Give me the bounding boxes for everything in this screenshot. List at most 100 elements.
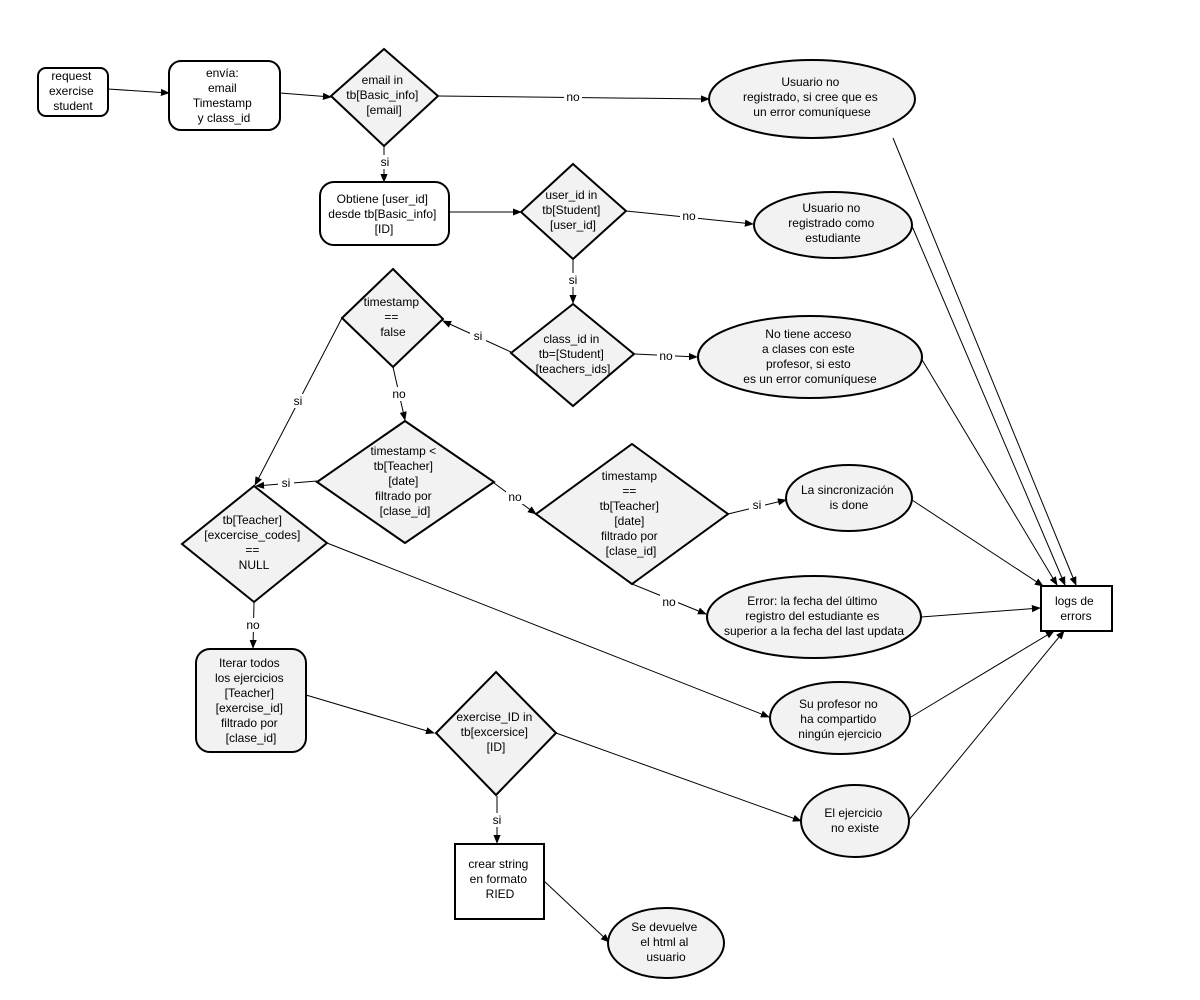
svg-text:si: si bbox=[381, 155, 390, 169]
node-no-existe-line: no existe bbox=[831, 821, 879, 835]
edge-label-tsfalse-no: no bbox=[390, 387, 408, 401]
node-email-check-line: [email] bbox=[366, 103, 401, 117]
node-class-check-line: [teachers_ids] bbox=[536, 362, 611, 376]
node-envia-line: y class_id bbox=[198, 111, 251, 125]
edge-request-envia bbox=[107, 88, 170, 97]
node-codes-null-line: NULL bbox=[239, 558, 270, 572]
node-timestamp-eq: timestamp == tb[Teacher] [date] filtrado… bbox=[534, 442, 730, 586]
node-user-check-line: user_id in bbox=[545, 188, 597, 202]
svg-text:si: si bbox=[493, 813, 502, 827]
node-crear-string-line: RIED bbox=[486, 887, 515, 901]
node-iterar-line: [Teacher] bbox=[225, 686, 274, 700]
node-class-check-line: class_id in bbox=[543, 332, 599, 346]
svg-text:no: no bbox=[392, 387, 406, 401]
node-no-existe-line: El ejercicio bbox=[824, 806, 882, 820]
nodes: request exercise student envía: email Ti… bbox=[37, 47, 1113, 979]
edge-label-exercise-si: si bbox=[489, 813, 505, 827]
edge-noregistrado-logs bbox=[892, 137, 1077, 586]
node-timestamp-eq-line: tb[Teacher] bbox=[600, 499, 659, 513]
edge-sync-logs bbox=[911, 499, 1044, 587]
node-no-registrado-line: registrado, si cree que es bbox=[743, 90, 878, 104]
svg-text:no: no bbox=[508, 490, 522, 504]
node-request-line: exercise bbox=[49, 84, 94, 98]
node-error-fecha-line: registro del estudiante es bbox=[745, 609, 879, 623]
node-iterar-line: Iterar todos bbox=[219, 656, 280, 670]
node-request-line: request bbox=[51, 69, 92, 83]
edge-crear-devuelve bbox=[543, 880, 610, 943]
node-timestamp-lt-line: filtrado por bbox=[375, 489, 432, 503]
node-no-acceso-line: profesor, si esto bbox=[766, 357, 851, 371]
edge-noacceso-logs bbox=[920, 357, 1058, 586]
node-error-fecha-line: Error: la fecha del último bbox=[747, 594, 877, 608]
node-user-check-line: tb[Student] bbox=[542, 203, 600, 217]
svg-text:exercise_ID in tb[exce: exercise_ID in tb[excersice] [ID] bbox=[456, 710, 535, 754]
svg-text:Obtiene [user_id] desd: Obtiene [user_id] desde tb[Basic_info] [… bbox=[328, 192, 439, 236]
node-error-fecha-line: superior a la fecha del last updata bbox=[724, 624, 904, 638]
node-devuelve: Se devuelve el html al usuario bbox=[607, 907, 725, 979]
edge-compartido-logs bbox=[910, 630, 1055, 718]
svg-text:crear string en format: crear string en formato RIED bbox=[468, 857, 531, 901]
node-logs-line: logs de bbox=[1055, 594, 1094, 608]
node-user-check-line: [user_id] bbox=[550, 218, 596, 232]
node-envia: envía: email Timestamp y class_id bbox=[168, 60, 281, 131]
svg-text:timestamp == f: timestamp == false bbox=[364, 295, 423, 339]
node-no-acceso-line: a clases con este bbox=[762, 342, 855, 356]
svg-text:no: no bbox=[659, 349, 673, 363]
edge-label-tsfalse-si: si bbox=[290, 394, 306, 408]
svg-text:envía: email T: envía: email Timestamp y class_id bbox=[193, 66, 255, 125]
node-timestamp-false-line: timestamp bbox=[364, 295, 420, 309]
node-no-compartido-line: ha compartido bbox=[800, 712, 876, 726]
svg-text:Iterar todos los ejerc: Iterar todos los ejercicios [Teacher] [e… bbox=[215, 656, 287, 745]
edge-noexiste-logs bbox=[907, 630, 1065, 822]
svg-text:si: si bbox=[294, 394, 303, 408]
svg-text:timestamp == t: timestamp == tb[Teacher] [date] filtrado… bbox=[600, 469, 663, 558]
edge-label-class-si: si bbox=[470, 329, 486, 343]
node-codes-null-line: tb[Teacher] bbox=[223, 513, 282, 527]
edge-label-class-no: no bbox=[657, 349, 675, 363]
node-logs-line: errors bbox=[1060, 609, 1091, 623]
edge-codes-compartido bbox=[326, 542, 770, 718]
node-devuelve-line: Se devuelve bbox=[631, 920, 697, 934]
node-obtiene-user: Obtiene [user_id] desde tb[Basic_info] [… bbox=[319, 181, 450, 246]
svg-text:si: si bbox=[282, 476, 291, 490]
node-timestamp-lt-line: timestamp < bbox=[370, 444, 436, 458]
edge-label-tslt-si: si bbox=[278, 476, 294, 490]
node-email-check: email in tb[Basic_info] [email] bbox=[329, 47, 440, 148]
svg-text:request exercise: request exercise student bbox=[49, 69, 97, 113]
node-timestamp-lt-line: tb[Teacher] bbox=[374, 459, 433, 473]
edge-label-user-no: no bbox=[680, 209, 698, 223]
svg-text:email in tb[Basic_info: email in tb[Basic_info] [email] bbox=[346, 73, 421, 117]
node-iterar-line: [clase_id] bbox=[226, 731, 277, 745]
node-no-estudiante-line: Usuario no bbox=[802, 201, 860, 215]
edge-labels: no si no si no si si no bbox=[244, 90, 765, 827]
node-iterar-line: los ejercicios bbox=[215, 671, 284, 685]
node-timestamp-eq-line: filtrado por bbox=[601, 529, 658, 543]
edge-iterar-exercise bbox=[305, 694, 435, 735]
edge-exercise-no-existe bbox=[555, 732, 802, 822]
node-no-registrado-line: un error comuníquese bbox=[753, 105, 871, 119]
edge-error-logs bbox=[920, 605, 1041, 618]
edge-label-tseq-si: si bbox=[749, 498, 765, 512]
node-no-registrado-line: Usuario no bbox=[781, 75, 839, 89]
node-crear-string: crear string en formato RIED bbox=[454, 843, 545, 920]
edge-noestudiante-logs bbox=[911, 225, 1066, 586]
node-sync-done-line: is done bbox=[830, 498, 869, 512]
svg-text:logs de errors: logs de errors bbox=[1055, 594, 1097, 623]
node-timestamp-lt-line: [date] bbox=[388, 474, 418, 488]
node-no-estudiante-line: estudiante bbox=[805, 231, 861, 245]
node-class-check-line: tb=[Student] bbox=[539, 347, 604, 361]
svg-text:Usuario no registrado: Usuario no registrado como estudiante bbox=[788, 201, 877, 245]
svg-text:si: si bbox=[569, 273, 578, 287]
svg-text:user_id in tb[Student]: user_id in tb[Student] [user_id] bbox=[542, 188, 603, 232]
node-devuelve-line: el html al bbox=[640, 935, 688, 949]
node-no-acceso-line: No tiene acceso bbox=[765, 327, 851, 341]
edge-envia-email-check bbox=[279, 92, 332, 100]
node-envia-line: envía: bbox=[206, 66, 239, 80]
node-timestamp-eq-line: [date] bbox=[614, 514, 644, 528]
node-obtiene-user-line: Obtiene [user_id] bbox=[337, 192, 428, 206]
node-envia-line: email bbox=[208, 81, 237, 95]
node-no-compartido-line: Su profesor no bbox=[799, 697, 878, 711]
svg-text:Se devuelve el html al: Se devuelve el html al usuario bbox=[631, 920, 700, 964]
node-timestamp-false: timestamp == false bbox=[340, 267, 445, 369]
node-email-check-line: email in bbox=[362, 73, 403, 87]
